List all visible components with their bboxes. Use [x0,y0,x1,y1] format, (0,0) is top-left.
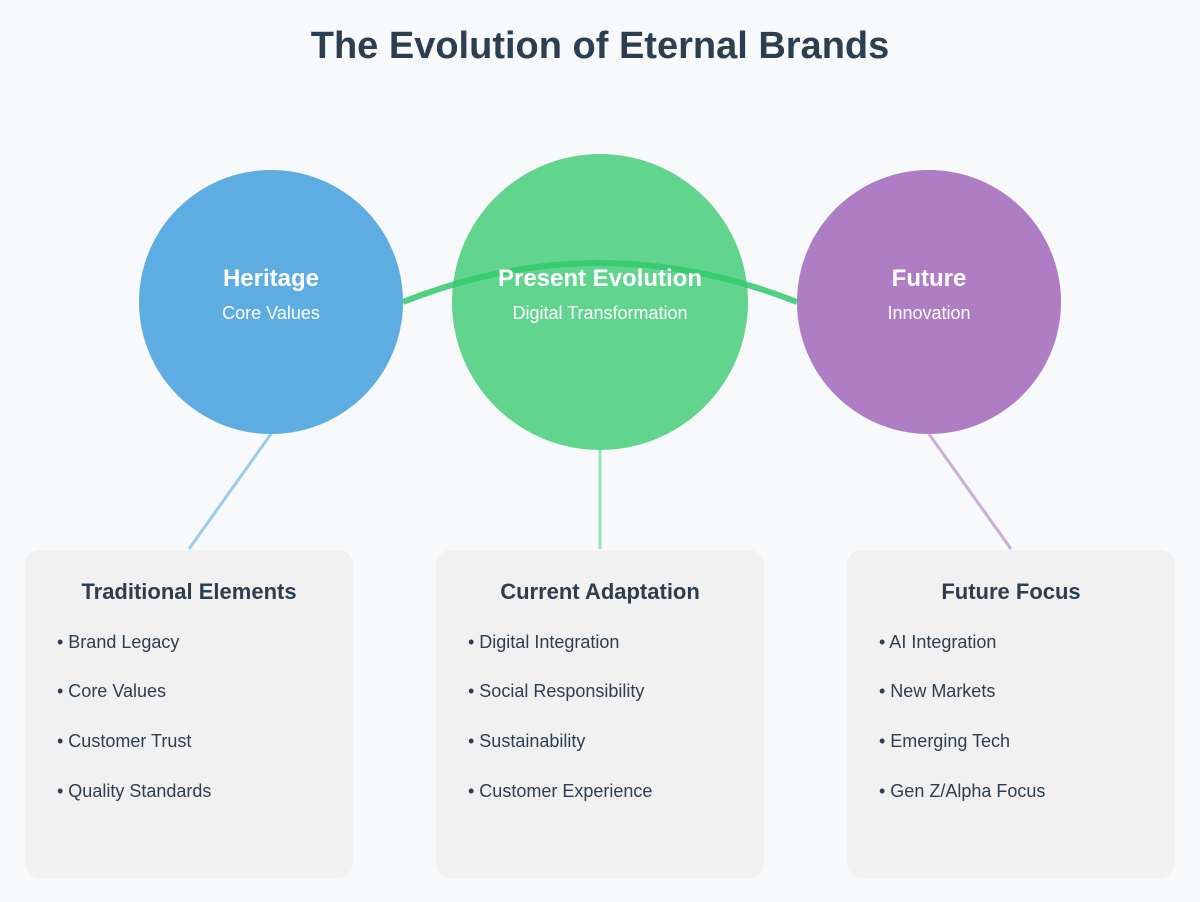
future-label: Future [892,265,967,292]
list-item: • Customer Trust [57,731,191,751]
future-connector [927,433,1013,550]
box-title: Future Focus [941,579,1080,604]
future-sub: Innovation [887,303,970,323]
heritage-sub: Core Values [222,303,320,323]
evolution-curve [401,260,799,305]
list-item: • Emerging Tech [879,731,1010,751]
traditional-elements-box: Traditional Elements • Brand Legacy • Co… [25,550,353,878]
heritage-circle [139,170,403,434]
list-item: • New Markets [879,681,995,701]
future-circle [797,170,1061,434]
present-label: Present Evolution [498,265,702,292]
list-item: • Social Responsibility [468,681,644,701]
list-item: • Brand Legacy [57,632,179,652]
list-item: • Gen Z/Alpha Focus [879,781,1045,801]
list-item: • Digital Integration [468,632,619,652]
heritage-connector [187,433,273,550]
present-circle [452,154,748,450]
list-item: • Customer Experience [468,781,652,801]
box-title: Current Adaptation [500,579,700,604]
heritage-label: Heritage [223,265,319,292]
page-title: The Evolution of Eternal Brands [311,25,890,67]
present-sub: Digital Transformation [512,303,687,323]
list-item: • Sustainability [468,731,585,751]
list-item: • Quality Standards [57,781,211,801]
list-item: • AI Integration [879,632,996,652]
list-item: • Core Values [57,681,166,701]
future-focus-box: Future Focus • AI Integration • New Mark… [847,550,1175,878]
box-title: Traditional Elements [81,579,296,604]
current-adaptation-box: Current Adaptation • Digital Integration… [436,550,764,878]
